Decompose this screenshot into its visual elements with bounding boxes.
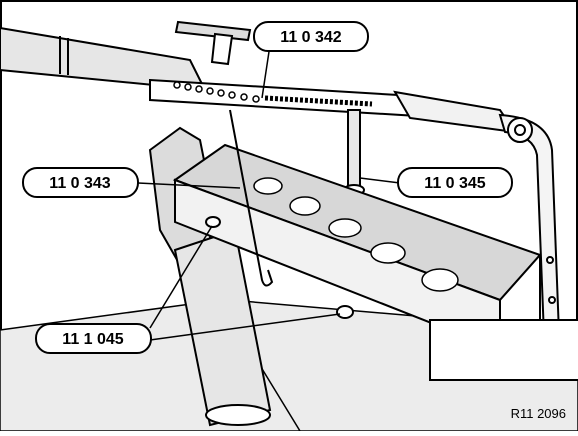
callout-345-label: 11 0 345 [424,175,486,192]
callout-342-label: 11 0 342 [280,29,342,46]
lever-tool [149,20,518,134]
callout-045-label: 11 1 045 [62,331,124,348]
figure-reference: R11 2096 [511,406,566,421]
callout-343-label: 11 0 343 [49,175,111,192]
leader-lines [137,44,401,341]
callout-045-box [35,323,152,354]
callout-11-1-045: 11 1 045 [35,323,152,354]
lever-holes [173,81,373,107]
callout-342-box [253,21,369,52]
callout-343-box [22,167,139,198]
callout-11-0-345: 11 0 345 [397,167,513,198]
probe-rod [229,109,274,287]
callout-11-0-343: 11 0 343 [22,167,139,198]
dial-post [343,109,365,196]
callout-345-box [397,167,513,198]
bolts [205,216,354,319]
tray-dials [253,177,459,292]
callout-11-0-342: 11 0 342 [253,21,369,52]
